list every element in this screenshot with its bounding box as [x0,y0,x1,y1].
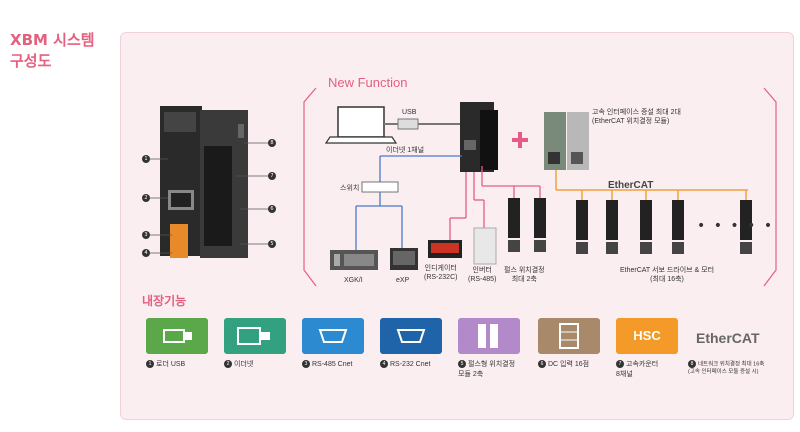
ethercat-servo [576,200,588,240]
inverter [473,227,497,265]
ethercat-servo [740,200,752,240]
switch [361,181,399,193]
pulse-servo-2 [534,198,546,252]
ethercat-servo [672,200,684,240]
ethercat-bus-label: EtherCAT [608,180,654,191]
pulse-module-icon [458,318,520,354]
callout-2: 2 [142,194,150,202]
new-function-title: New Function [328,75,408,90]
plc-new-unit [460,102,498,172]
usb-icon [146,318,208,354]
title-line-1: XBM 시스템 [10,31,95,49]
plus-icon [512,132,528,148]
indicator-label: 인디게이터 (RS-232C) [424,265,458,281]
exp-label: eXP [396,277,410,284]
callout-3: 3 [142,231,150,239]
serial-port-icon [380,318,442,354]
callout-8: 8 [268,139,276,147]
serial-port-icon [302,318,364,354]
xgk-label: XGK/I [344,277,363,284]
left-bracket [303,87,317,287]
callout-5: 5 [268,240,276,248]
builtin-title: 내장기능 [142,294,187,308]
xgk-device [330,250,378,270]
callout-1: 1 [142,155,150,163]
ethernet-label: 이더넷 1채널 [386,147,425,154]
ethernet-icon [224,318,286,354]
plc-main-unit [160,106,248,258]
hsc-text: HSC [633,328,661,343]
dc-input-icon [538,318,600,354]
pulse-label: 펄스 위치결정 최대 2축 [504,267,545,283]
laptop [324,106,398,144]
callout-4: 4 [142,249,150,257]
exp-panel [390,248,418,270]
hsc-icon: HSC [616,318,678,354]
pulse-servo-1 [508,198,520,252]
inverter-label: 인버터 (RS-485) [468,267,497,283]
title-line-2: 구성도 [10,52,52,70]
callout-6: 6 [268,205,276,213]
ethercat-servo [640,200,652,240]
ethercat-logo: EtherCAT [696,330,760,346]
indicator [428,240,462,258]
hs-interface-modules [544,112,589,170]
callout-7: 7 [268,172,276,180]
servo-label: EtherCAT 서보 드라이브 & 모터 (최대 16축) [620,267,715,283]
more-dots: • • • • • [697,218,775,234]
usb-label: USB [402,109,417,116]
ethercat-servo [606,200,618,240]
right-bracket [763,87,777,287]
page-title: XBM 시스템 구성도 [10,30,95,72]
hs-interface-label: 고속 인터페이스 증설 최대 2대 (EtherCAT 위치결정 모듈) [592,109,681,125]
switch-label: 스위치 [340,185,360,192]
